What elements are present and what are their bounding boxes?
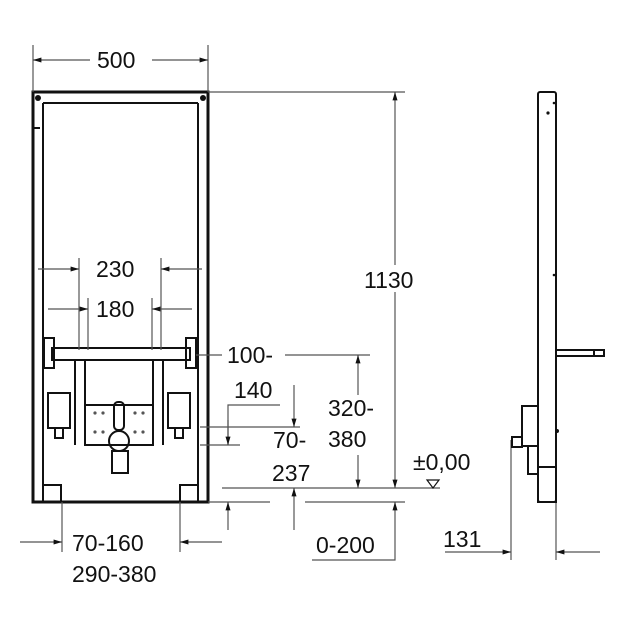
supply-height-line1: 70- [273,427,307,453]
rail-height-line1: 100- [227,342,274,368]
supply-height-line2: 237 [272,460,311,486]
depth-dimension: 131 [443,526,482,552]
outer-connection-spacing: 230 [96,256,135,282]
foot-spacing-line2: 290-380 [72,561,157,587]
waste-height-line1: 320- [328,395,375,421]
side-view-frame [511,91,605,503]
foot-spacing-line1: 70-160 [72,530,144,556]
dimension-lines [20,45,600,561]
front-view-frame [31,90,210,504]
inner-connection-spacing: 180 [96,296,135,322]
total-height-dimension: 1130 [364,267,414,293]
finished-floor-level: ±0,00 [413,449,471,475]
foot-adjustment-dimension: 0-200 [316,532,375,558]
waste-height-line2: 380 [328,426,367,452]
rail-height-line2: 140 [234,377,273,403]
width-dimension: 500 [97,47,136,73]
